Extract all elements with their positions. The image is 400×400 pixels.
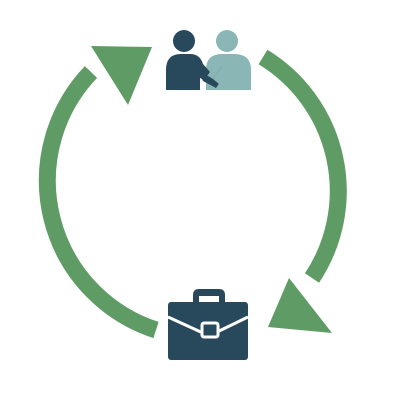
arrow-people-to-job: [258, 49, 347, 333]
arrow-shaft-right: [258, 49, 347, 283]
arrowhead-left: [91, 46, 152, 105]
arrowhead-right: [268, 278, 332, 333]
briefcase-icon: [167, 289, 249, 360]
arrow-job-to-people: [38, 46, 159, 339]
arrow-shaft-left: [38, 66, 159, 339]
two-people-handshake-icon: [166, 30, 251, 90]
